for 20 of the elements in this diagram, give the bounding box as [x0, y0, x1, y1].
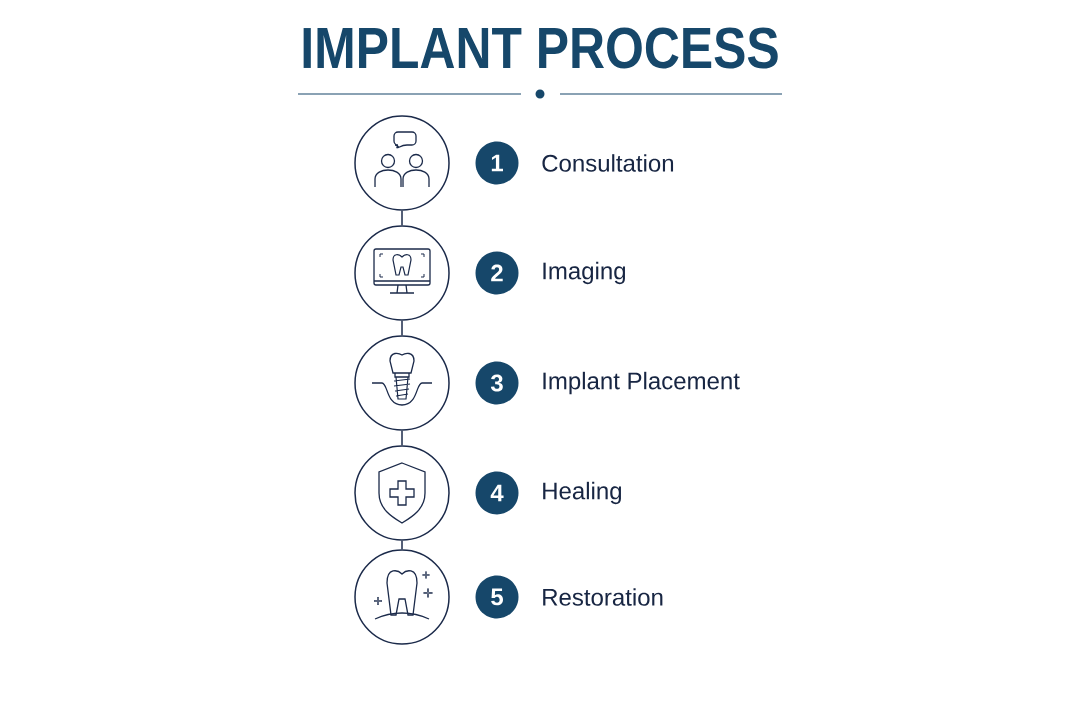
connector-line: [401, 540, 403, 550]
step-label: Healing: [543, 481, 621, 505]
number-badge: 5: [475, 575, 519, 619]
step-circle: [354, 445, 450, 541]
step-label: Consultation: [542, 154, 674, 172]
step-circle: [354, 335, 450, 431]
connector-line: [401, 320, 403, 336]
step-label: Restoration: [543, 588, 663, 606]
step-circle: [354, 225, 450, 321]
number-badge: 4: [475, 471, 519, 515]
number-badge: 3: [475, 361, 519, 405]
connector-line: [401, 210, 403, 226]
number-badge: 1: [475, 141, 519, 185]
step-label: Imaging: [543, 261, 625, 285]
step-label: Implant Placement: [543, 371, 740, 395]
connector-line: [401, 430, 403, 446]
number-badge: 2: [475, 251, 519, 295]
step-circle: [354, 549, 450, 645]
step-circle: [354, 115, 450, 211]
title: IMPLANT PROCESS: [303, 27, 778, 69]
